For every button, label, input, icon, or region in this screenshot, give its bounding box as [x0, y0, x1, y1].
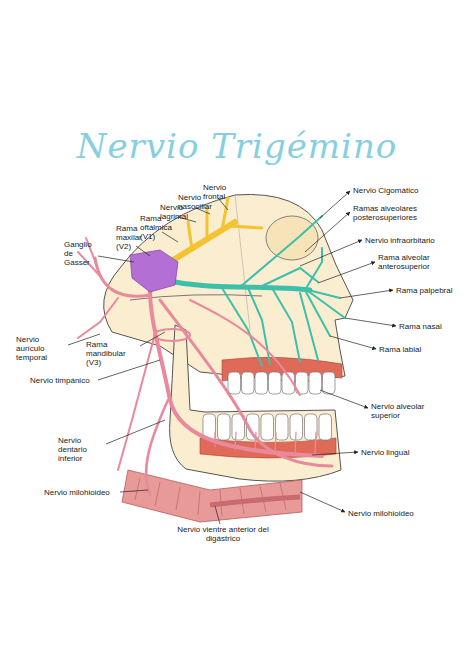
mylohyoid-nerve — [146, 400, 168, 495]
tooth — [323, 372, 336, 394]
nerve-branch — [240, 216, 322, 287]
nerve-trunk — [170, 222, 235, 262]
leader-line — [320, 191, 350, 218]
part-label: Nervio milohioideo — [44, 488, 118, 497]
part-label: Rama oftálmica (V1) — [140, 214, 172, 242]
nerve-branch — [78, 238, 118, 338]
mandibular-nerve — [78, 238, 332, 495]
part-label: Nervio lagrimal — [160, 203, 188, 221]
dental-branches — [215, 432, 316, 455]
orbit — [266, 216, 318, 260]
buccal-nerve — [190, 300, 300, 395]
leader-line — [98, 256, 134, 262]
muscle-fibres — [135, 478, 286, 516]
part-label: Nervio lingual — [361, 448, 441, 457]
nerve-branch — [230, 226, 262, 228]
leader-line — [312, 452, 358, 455]
part-label: Nervio aurículo temporal — [16, 335, 66, 363]
part-label: Rama mandibular (V3) — [86, 340, 142, 368]
part-label: Rama maxilar (V2) — [116, 224, 146, 252]
leader-lines — [68, 191, 396, 524]
leader-line — [345, 318, 396, 326]
leader-line — [340, 290, 393, 298]
teeth — [203, 372, 335, 440]
nerve-branch — [305, 248, 322, 290]
leader-line — [215, 506, 220, 524]
tooth — [309, 372, 322, 394]
tooth — [218, 414, 231, 440]
tooth — [276, 414, 289, 440]
part-label: Nervio dentario inferior — [58, 436, 104, 464]
mylohyoid-muscle — [122, 470, 302, 522]
nerve-branch — [222, 198, 228, 230]
leader-line — [305, 212, 350, 252]
nerve-branch — [188, 222, 192, 249]
muscles — [122, 470, 302, 522]
tooth — [319, 414, 332, 440]
leader-line — [98, 360, 160, 380]
part-label: Nervio milohioideo — [348, 509, 438, 518]
leader-line — [300, 240, 362, 266]
part-label: Nervio Cigomático — [353, 186, 443, 195]
lingual-nerve — [160, 300, 332, 466]
part-label: Rama alveolar anterosuperior — [378, 253, 440, 271]
leader-line — [120, 490, 148, 492]
leader-line — [140, 332, 165, 346]
leader-line — [330, 336, 376, 349]
trigeminal-ganglion — [130, 250, 178, 292]
leader-line — [106, 420, 165, 444]
part-label: Rama palpebral — [396, 286, 466, 295]
part-label: Nervio timpánico — [30, 376, 96, 385]
tooth — [255, 372, 268, 394]
digastric-muscle — [210, 497, 300, 505]
skull — [104, 194, 353, 481]
leader-line — [162, 232, 178, 242]
tooth — [305, 414, 318, 440]
suture-line — [235, 195, 250, 330]
nerve-branch — [248, 288, 270, 364]
part-label: Nervio infraorbitario — [365, 236, 455, 245]
part-label: Nervio alveolar superior — [371, 402, 431, 420]
nerve-branch — [300, 293, 318, 360]
tooth — [228, 372, 241, 394]
diagram-title: Nervio Trigémino — [0, 126, 474, 166]
nerve-branch — [222, 288, 262, 366]
tooth — [269, 372, 282, 394]
part-label: Ramas alveolares posterosuperiores — [353, 204, 443, 222]
leader-line — [300, 492, 345, 512]
part-label: Nervio vientre anterior del digástrico — [168, 525, 278, 543]
nerve-branch — [272, 288, 300, 362]
leader-line — [318, 262, 375, 283]
tooth — [261, 414, 274, 440]
inferior-alveolar-nerve — [150, 290, 322, 456]
part-label: Rama labial — [379, 345, 439, 354]
nerve-branch — [262, 268, 318, 286]
part-label: Ganglio de Gasser — [64, 240, 100, 268]
leader-line — [136, 246, 150, 256]
skull-outline — [104, 194, 353, 382]
tooth — [242, 372, 255, 394]
part-label: Nervio frontal — [203, 183, 235, 201]
part-label: Rama nasal — [399, 322, 459, 331]
leader-line — [320, 390, 368, 408]
